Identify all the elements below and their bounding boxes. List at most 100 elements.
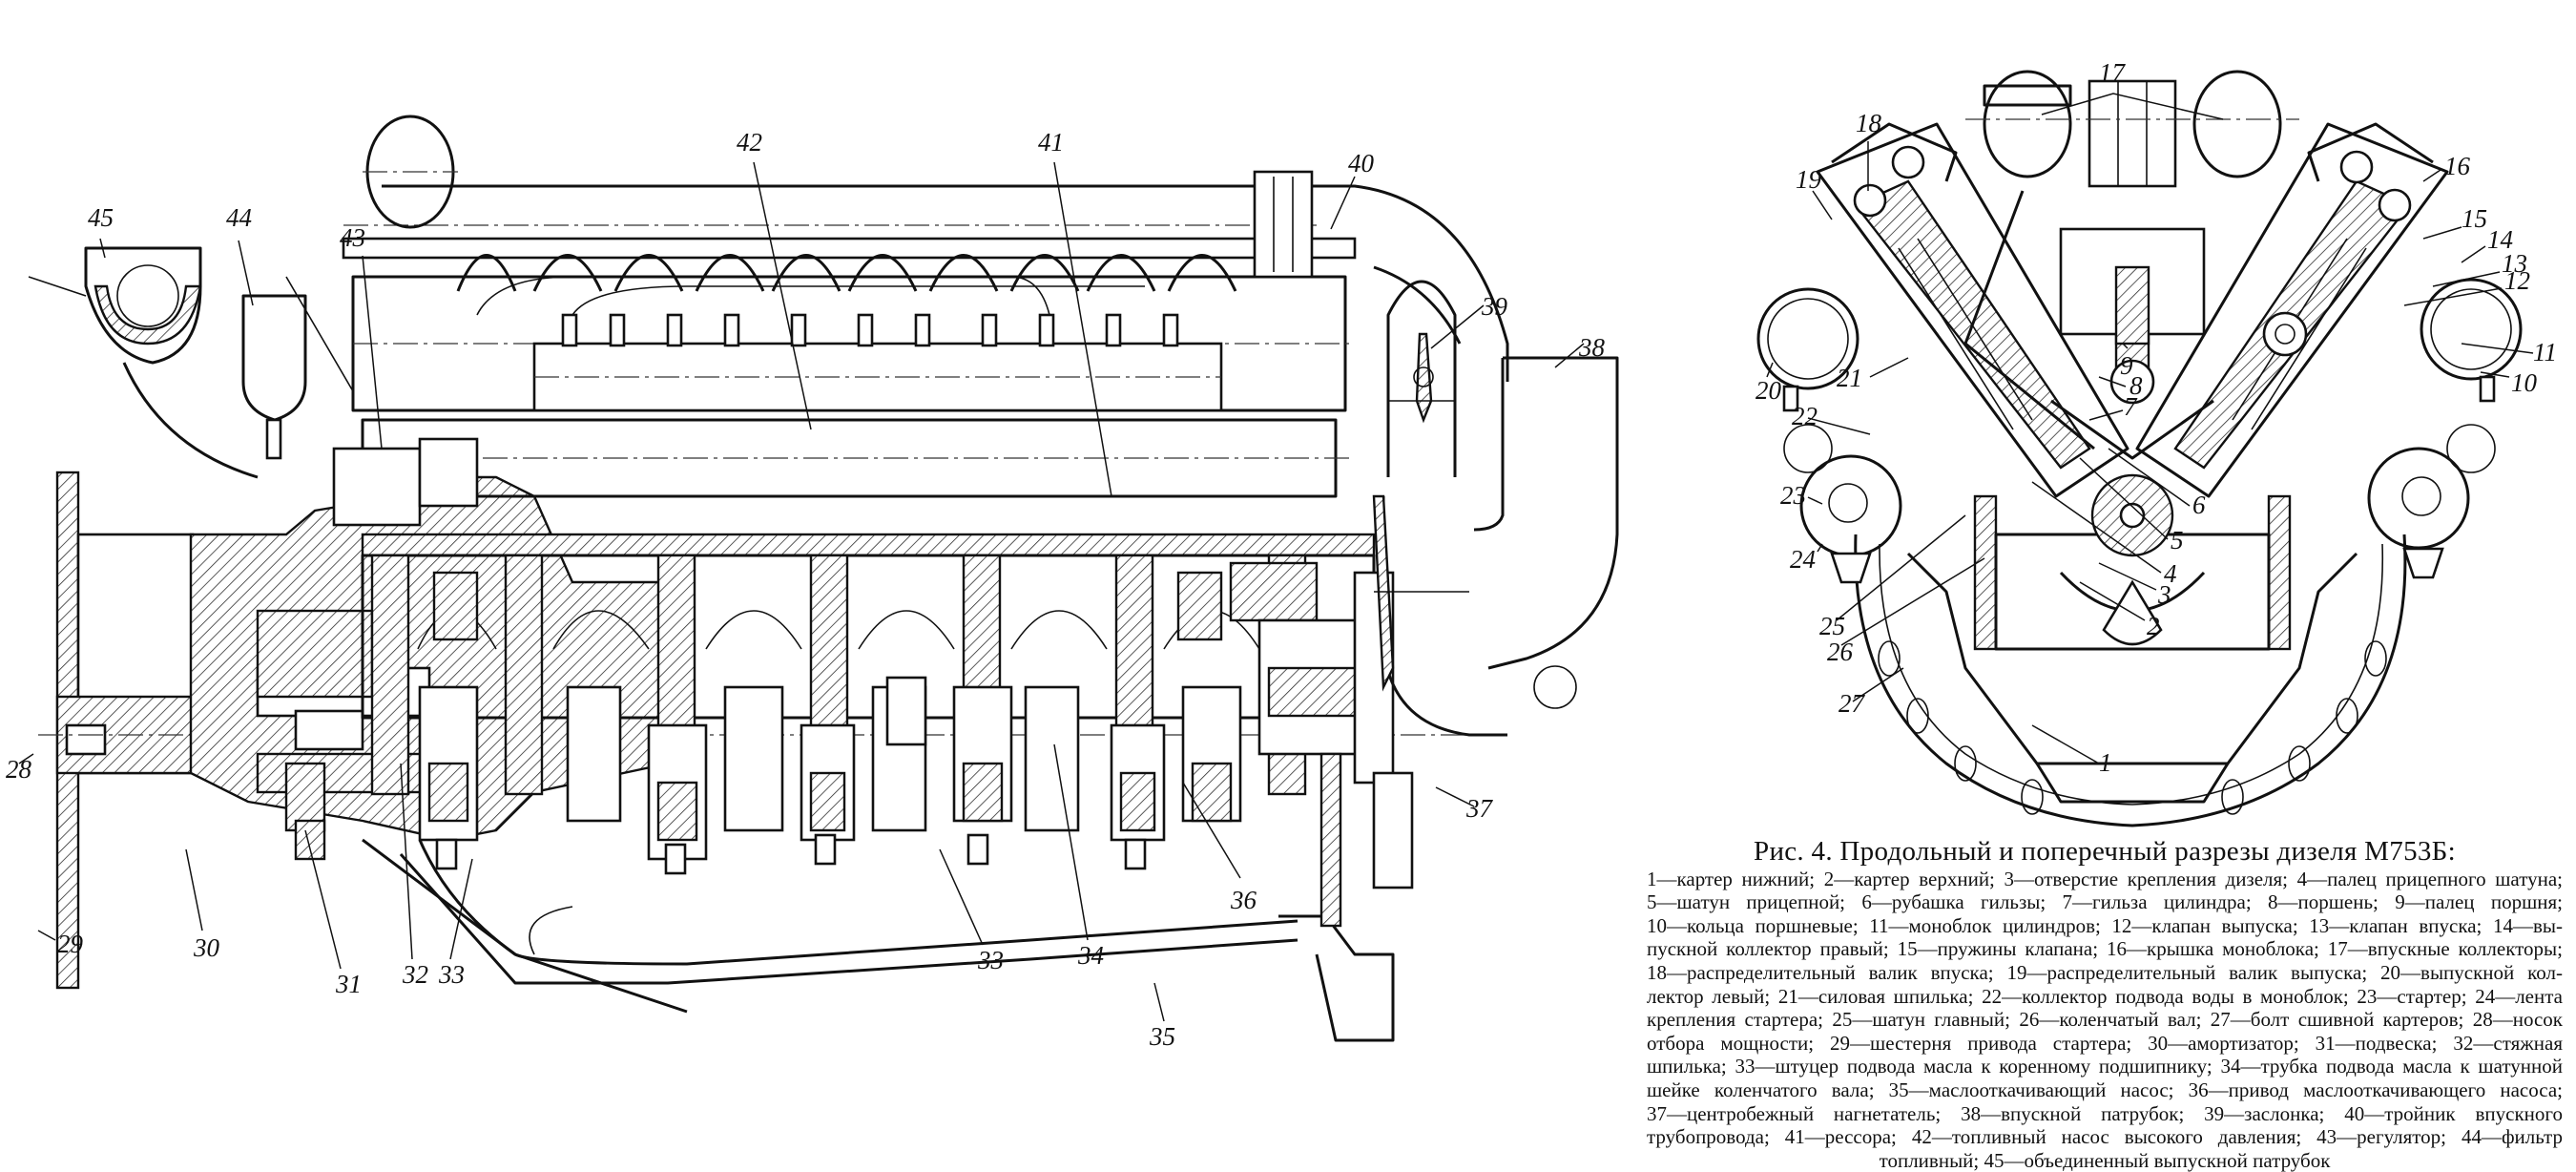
callout-label: 4 bbox=[2164, 559, 2177, 588]
callouts-longitudinal: 45 44 43 42 41 40 39 38 37 36 35 34 33 3… bbox=[6, 128, 1606, 1051]
callout-label: 26 bbox=[1827, 638, 1854, 666]
callout-35: 35 bbox=[1149, 982, 1175, 1051]
callout-33-right: 33 bbox=[939, 848, 1004, 974]
callout-10: 10 bbox=[2480, 368, 2538, 397]
callout-label: 5 bbox=[2171, 526, 2184, 555]
callout-label: 6 bbox=[2192, 491, 2206, 519]
oil-fittings bbox=[435, 833, 1147, 875]
fuel-filter bbox=[241, 294, 307, 460]
callout-label: 12 bbox=[2504, 266, 2530, 295]
legend-line: отбора мощности; 29—шестерня привода ста… bbox=[1647, 1031, 2563, 1055]
callout-label: 21 bbox=[1837, 364, 1862, 392]
callout-5: 5 bbox=[2079, 457, 2184, 555]
legend-line: трубопровода; 41—рессора; 42—топливный н… bbox=[1647, 1125, 2563, 1149]
legend-line: 18—распределительный валик впуска; 19—ра… bbox=[1647, 960, 2563, 984]
callout-4: 4 bbox=[2031, 481, 2177, 588]
callout-15: 15 bbox=[2422, 204, 2487, 240]
legend-line: шейке коленчатого вала; 35—маслооткачива… bbox=[1647, 1078, 2563, 1101]
callout-label: 32 bbox=[402, 960, 428, 989]
callout-18: 18 bbox=[1856, 109, 1882, 191]
starter-right bbox=[2367, 424, 2496, 579]
intake-manifolds bbox=[1965, 70, 2299, 188]
callout-label: 1 bbox=[2099, 748, 2112, 777]
longitudinal-section bbox=[28, 115, 1619, 1042]
callout-label: 23 bbox=[1780, 481, 1806, 510]
callout-label: 31 bbox=[335, 970, 362, 998]
callout-13: 13 bbox=[2432, 249, 2527, 287]
callout-22: 22 bbox=[1792, 402, 1871, 435]
callout-9: 9 bbox=[2120, 343, 2133, 380]
legend-line: 5—шатун прицепной; 6—рубашка гильзы; 7—г… bbox=[1647, 890, 2563, 914]
callout-25: 25 bbox=[1819, 514, 1966, 640]
callout-39: 39 bbox=[1430, 292, 1508, 349]
callout-label: 39 bbox=[1481, 292, 1508, 321]
damper bbox=[256, 609, 374, 861]
callout-3: 3 bbox=[2098, 562, 2171, 609]
governor bbox=[285, 276, 479, 527]
legend-line: 10—кольца поршневые; 11—моноблок цилиндр… bbox=[1647, 913, 2563, 937]
callout-36: 36 bbox=[1182, 782, 1257, 914]
callout-20: 20 bbox=[1755, 362, 1782, 405]
callout-label: 42 bbox=[737, 128, 762, 157]
callout-label: 34 bbox=[1077, 941, 1104, 970]
callout-2: 2 bbox=[2079, 581, 2160, 640]
callout-24: 24 bbox=[1790, 543, 1823, 574]
callout-30: 30 bbox=[185, 848, 220, 962]
rear-gear-train bbox=[1229, 561, 1414, 928]
exhaust-outlet bbox=[28, 115, 458, 479]
legend-line: пускной коллектор правый; 15—пружины кла… bbox=[1647, 937, 2563, 961]
callout-44: 44 bbox=[226, 203, 254, 306]
crankcase-bolt-holes bbox=[1878, 640, 2387, 815]
callout-11: 11 bbox=[2461, 338, 2557, 366]
callout-41: 41 bbox=[1038, 128, 1112, 497]
callout-label: 3 bbox=[2157, 580, 2171, 609]
callout-6: 6 bbox=[2108, 448, 2206, 519]
callout-label: 44 bbox=[226, 203, 252, 232]
callout-19: 19 bbox=[1796, 165, 1833, 220]
callout-label: 15 bbox=[2462, 204, 2487, 233]
callout-label: 16 bbox=[2444, 152, 2471, 180]
callout-label: 9 bbox=[2120, 351, 2133, 380]
callout-42: 42 bbox=[737, 128, 812, 430]
callout-label: 7 bbox=[2124, 392, 2138, 421]
callout-14: 14 bbox=[2461, 225, 2513, 263]
callout-34: 34 bbox=[1053, 743, 1104, 970]
callout-label: 33 bbox=[438, 960, 465, 989]
callout-7: 7 bbox=[2088, 392, 2138, 421]
callout-37: 37 bbox=[1435, 786, 1494, 823]
right-cylinder-bank bbox=[2135, 122, 2449, 498]
callout-1: 1 bbox=[2031, 724, 2112, 777]
crankcase-outline bbox=[1854, 534, 2407, 827]
figure-title: Рис. 4. Продольный и поперечный разрезы … bbox=[1754, 836, 2456, 867]
callout-33-left: 33 bbox=[438, 858, 473, 989]
callout-label: 29 bbox=[57, 930, 84, 958]
callout-12: 12 bbox=[2403, 266, 2530, 306]
callout-label: 41 bbox=[1038, 128, 1064, 157]
callout-label: 13 bbox=[2502, 249, 2527, 278]
legend-line: лектор левый; 21—силовая шпилька; 22—кол… bbox=[1647, 984, 2563, 1008]
figure-legend: 1—картер нижний; 2—картер верхний; 3—отв… bbox=[1647, 868, 2563, 1172]
callout-label: 36 bbox=[1230, 886, 1257, 914]
callout-27: 27 bbox=[1839, 667, 1904, 718]
legend-line: крепления стартера; 25—шатун главный; 26… bbox=[1647, 1008, 2563, 1032]
callout-28: 28 bbox=[6, 753, 34, 784]
callout-label: 8 bbox=[2129, 371, 2143, 400]
starter-left bbox=[1783, 424, 1902, 584]
callout-29: 29 bbox=[37, 930, 84, 958]
callout-label: 43 bbox=[340, 223, 365, 252]
callout-label: 24 bbox=[1790, 545, 1816, 574]
callout-label: 17 bbox=[2099, 58, 2127, 87]
callout-label: 45 bbox=[88, 203, 114, 232]
callout-17: 17 bbox=[2041, 58, 2224, 120]
callout-label: 27 bbox=[1839, 689, 1866, 718]
legend-line: 37—центробежный нагнетатель; 38—впускной… bbox=[1647, 1101, 2563, 1125]
legend-line: шпилька; 33—штуцер подвода масла к корен… bbox=[1647, 1055, 2563, 1078]
callout-label: 30 bbox=[193, 933, 220, 962]
callout-label: 18 bbox=[1856, 109, 1882, 137]
callout-label: 14 bbox=[2487, 225, 2513, 254]
callout-label: 37 bbox=[1465, 794, 1494, 823]
callout-31: 31 bbox=[304, 829, 362, 998]
legend-line: топливный; 45—объединенный выпускной пат… bbox=[1879, 1148, 2331, 1172]
callout-label: 22 bbox=[1792, 402, 1818, 430]
callout-label: 38 bbox=[1578, 333, 1606, 362]
